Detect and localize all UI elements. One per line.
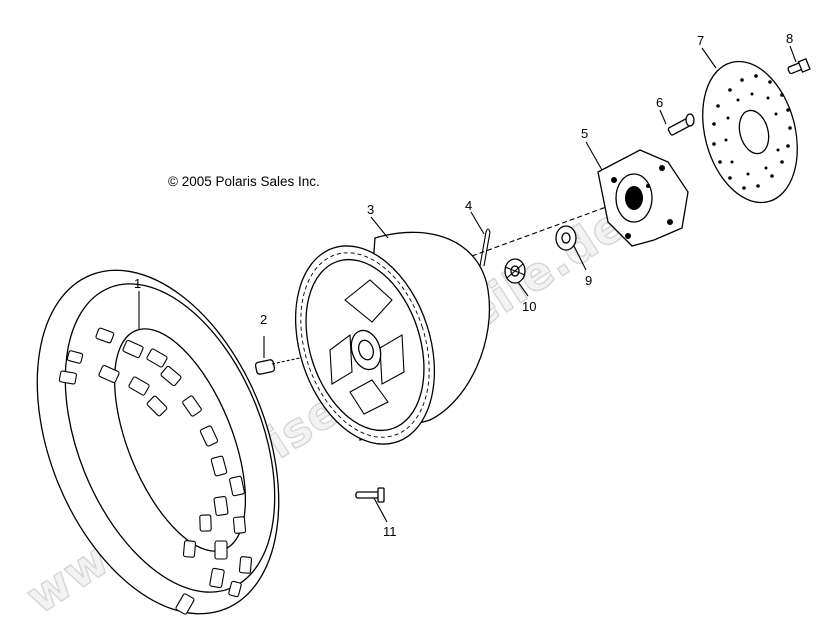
hub-bolt-part <box>667 113 695 136</box>
castle-nut-part <box>504 258 526 284</box>
washer-part <box>555 225 577 251</box>
wheel-rim-part <box>294 231 491 445</box>
leader-lines <box>138 45 797 523</box>
callout-2: 2 <box>260 312 267 327</box>
callout-10: 10 <box>522 299 536 314</box>
cotter-pin-part <box>479 228 491 267</box>
axis-line <box>471 201 621 257</box>
callout-5: 5 <box>581 126 588 141</box>
callout-11: 11 <box>383 524 397 539</box>
wheel-stud-part <box>355 487 385 503</box>
tire-part <box>36 269 280 615</box>
brake-disc-part <box>702 60 798 204</box>
callout-8: 8 <box>786 31 793 46</box>
copyright-text: © 2005 Polaris Sales Inc. <box>168 174 320 189</box>
callout-3: 3 <box>367 202 374 217</box>
callout-7: 7 <box>697 33 704 48</box>
callout-1: 1 <box>134 276 141 291</box>
callout-4: 4 <box>465 198 472 213</box>
callout-9: 9 <box>585 273 592 288</box>
wheel-hub-part <box>597 149 689 247</box>
callout-6: 6 <box>656 95 663 110</box>
disc-screw-part <box>787 58 811 75</box>
